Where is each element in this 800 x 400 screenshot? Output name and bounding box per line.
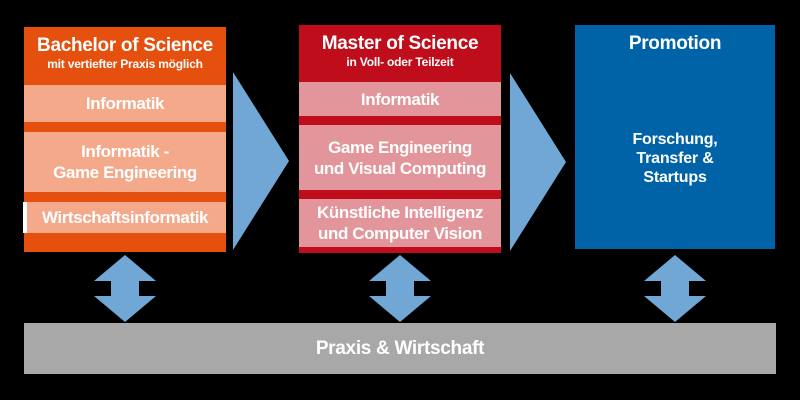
promotion-title: Promotion <box>628 33 722 54</box>
promotion-box: Promotion Forschung, Transfer & Startups <box>575 25 775 249</box>
promotion-body-text: Forschung, Transfer & Startups <box>632 131 718 186</box>
arrow-right-bachelor-to-master-icon <box>233 72 289 250</box>
arrow-right-master-to-promotion-icon <box>510 73 566 251</box>
arrow-up-head <box>644 255 706 281</box>
praxis-wirtschaft-label: Praxis & Wirtschaft <box>315 337 485 359</box>
master-subtitle: in Voll- oder Teilzeit <box>346 55 454 69</box>
master-box: Master of Science in Voll- oder Teilzeit… <box>299 25 501 253</box>
master-program-game-engineering-visual-computing: Game Engineering und Visual Computing <box>299 125 501 190</box>
arrow-up-head <box>94 255 156 281</box>
bachelor-box: Bachelor of Science mit vertiefter Praxi… <box>24 27 226 252</box>
master-title: Master of Science <box>321 33 479 54</box>
arrow-down-head <box>94 296 156 322</box>
master-header: Master of Science in Voll- oder Teilzeit <box>299 25 501 69</box>
bachelor-program-informatik: Informatik <box>24 85 226 122</box>
arrow-shaft <box>661 279 689 298</box>
arrow-shaft <box>111 279 139 298</box>
double-arrow-bachelor-praxis-icon <box>94 255 156 322</box>
bachelor-program-game-engineering: Informatik - Game Engineering <box>24 132 226 192</box>
arrow-down-head <box>369 296 431 322</box>
double-arrow-master-praxis-icon <box>369 255 431 322</box>
praxis-wirtschaft-bar: Praxis & Wirtschaft <box>24 323 776 374</box>
arrow-down-head <box>644 296 706 322</box>
master-program-ki-computer-vision: Künstliche Intelligenz und Computer Visi… <box>299 199 501 247</box>
promotion-header: Promotion <box>575 25 775 55</box>
bachelor-subtitle: mit vertiefter Praxis möglich <box>47 57 203 71</box>
arrow-shaft <box>386 279 414 298</box>
double-arrow-promotion-praxis-icon <box>644 255 706 322</box>
bachelor-program-wirtschaftsinformatik: Wirtschaftsinformatik <box>24 202 226 233</box>
arrow-up-head <box>369 255 431 281</box>
master-program-informatik: Informatik <box>299 82 501 116</box>
bachelor-header: Bachelor of Science mit vertiefter Praxi… <box>24 27 226 71</box>
left-edge-highlight <box>23 202 27 233</box>
bachelor-title: Bachelor of Science <box>37 35 213 56</box>
